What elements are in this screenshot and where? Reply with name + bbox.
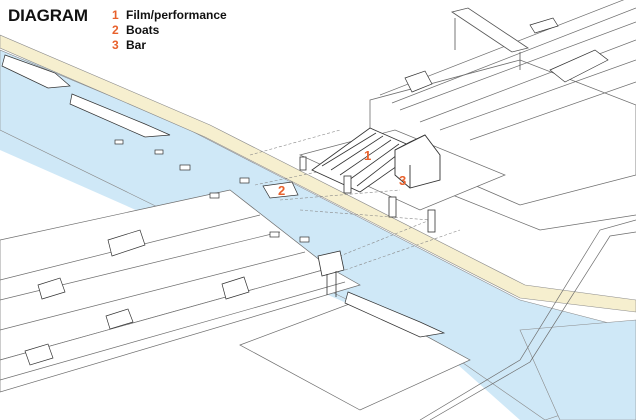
legend: 1 Film/performance 2 Boats 3 Bar (112, 8, 227, 53)
canal-water-lower (519, 319, 636, 420)
callout-boats: 2 (278, 183, 286, 198)
legend-number: 2 (112, 23, 119, 37)
diagram-title: DIAGRAM (8, 6, 88, 25)
legend-number: 1 (112, 8, 119, 22)
quay-strip (0, 34, 636, 313)
legend-item-bar: 3 Bar (112, 38, 227, 53)
legend-label: Boats (126, 23, 160, 37)
bollards (299, 156, 436, 233)
legend-item-film: 1 Film/performance (112, 8, 227, 23)
legend-item-boats: 2 Boats (112, 23, 227, 38)
lower-ground (239, 189, 636, 420)
boats (1, 54, 446, 338)
vehicles (24, 17, 609, 366)
callout-bar: 3 (399, 173, 407, 188)
canal-water-main (0, 49, 636, 420)
legend-label: Bar (126, 38, 147, 52)
lower-highway (0, 189, 361, 393)
gantry-sign (451, 7, 529, 70)
floating-screen (317, 250, 345, 297)
callout-film: 1 (364, 148, 372, 163)
legend-number: 3 (112, 38, 119, 52)
bar-building (394, 134, 441, 189)
legend-label: Film/performance (126, 8, 227, 22)
